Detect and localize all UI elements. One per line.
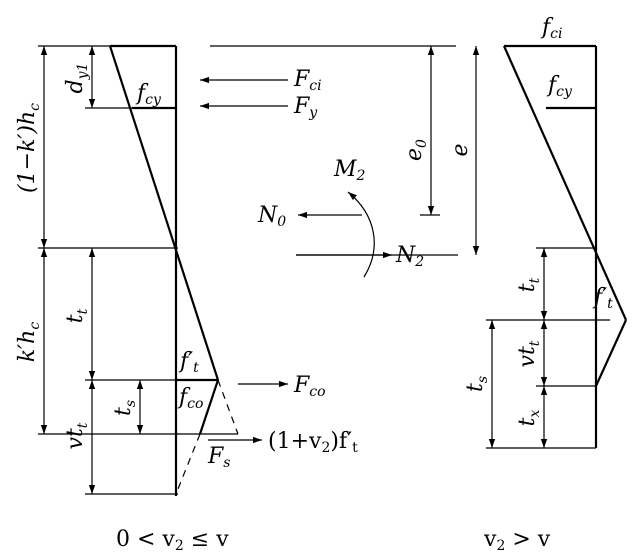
label-tx-right: tx <box>515 410 543 427</box>
label-k-hc: k′hc <box>15 322 43 363</box>
right-softening-line <box>594 319 628 387</box>
stress-diagonal <box>108 45 220 381</box>
label-Fs: Fs <box>207 444 230 471</box>
label-M2: M2 <box>333 157 366 184</box>
dashed-ft-extension <box>217 379 239 435</box>
label-tt-right: tt <box>515 277 543 292</box>
label-ft-right: f′t <box>592 285 613 312</box>
label-Fci: Fci <box>293 67 322 94</box>
label-Fy: Fy <box>293 94 318 121</box>
label-1-plus-v2-ft: (1+v2)f′t <box>268 429 358 456</box>
label-ts-left: ts <box>111 400 139 416</box>
label-fcy-right: fcy <box>546 73 573 100</box>
label-tt-left: tt <box>63 308 91 323</box>
dashed-lower-line <box>175 433 201 495</box>
label-fco-left: fco <box>177 385 203 412</box>
load-system <box>210 45 480 278</box>
left-diagram <box>38 44 288 496</box>
label-1-k-hc: (1−k′)hc <box>15 103 43 193</box>
softening-line <box>198 379 220 435</box>
label-e0: e0 <box>402 139 430 161</box>
label-Fco: Fco <box>293 373 326 400</box>
label-dy1: dy1 <box>63 63 91 94</box>
label-ts-right: ts <box>463 376 491 392</box>
label-ft-left: f′t <box>178 349 199 376</box>
label-e: e <box>448 143 473 156</box>
label-vtt-right: vtt <box>515 340 543 367</box>
right-diagram <box>486 44 628 449</box>
caption-left: 0 < v2 ≤ v <box>116 527 229 554</box>
caption-right: v2 > v <box>483 527 551 554</box>
label-fci-right: fci <box>540 15 562 42</box>
M2-moment-arc <box>347 191 375 278</box>
label-N0: N0 <box>257 203 286 230</box>
label-fcy-left: fcy <box>135 81 162 108</box>
label-vtt-left: vtt <box>63 422 91 449</box>
right-stress-diagonal <box>502 45 628 321</box>
label-N2: N2 <box>395 243 424 270</box>
